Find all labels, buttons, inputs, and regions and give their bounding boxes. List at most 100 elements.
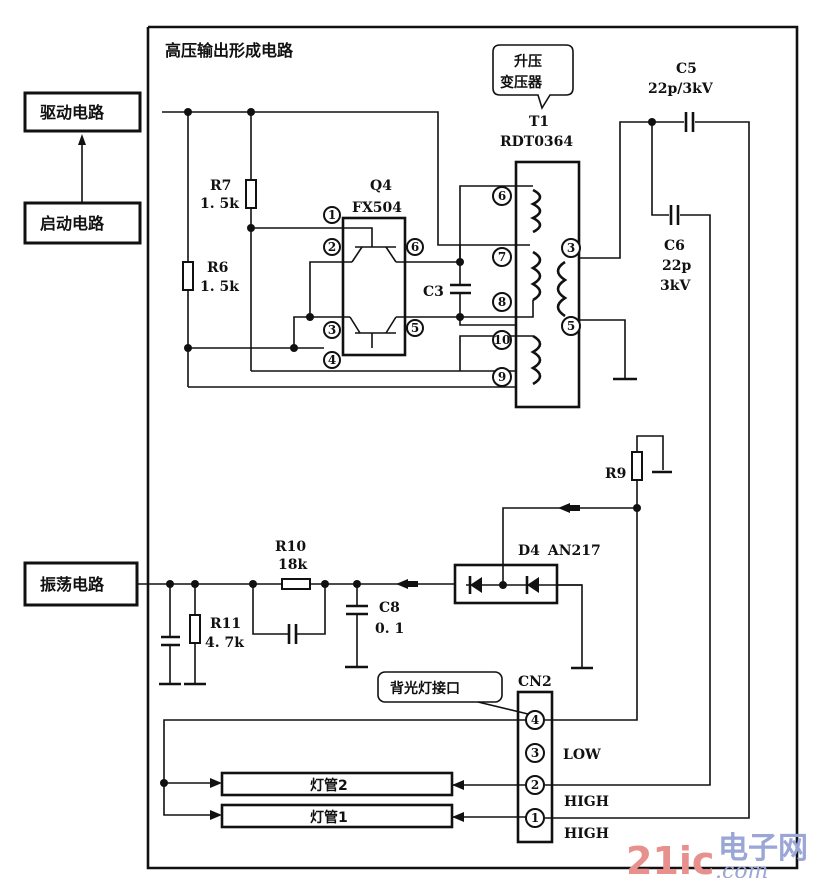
q4-lower-base-wire: [293, 316, 350, 348]
feedback-wire: [502, 507, 637, 585]
r6-value: 1. 5k: [200, 279, 239, 295]
svg-text:5: 5: [411, 321, 419, 335]
cn2-pin1-label: HIGH: [564, 826, 609, 842]
t1-pin-10: 10: [492, 330, 512, 350]
r9-wire-top: [636, 435, 664, 470]
svg-text:4: 4: [531, 713, 539, 727]
svg-text:3: 3: [531, 746, 539, 760]
r10-resistor: [281, 578, 311, 590]
r7-ref: R7: [210, 178, 231, 194]
q4-pin-1: 1: [323, 206, 341, 224]
arrow-head-left: [452, 780, 464, 790]
q4-pin-4: 4: [323, 351, 341, 369]
svg-text:7: 7: [498, 250, 506, 264]
q4-lower-emitter: [349, 316, 361, 334]
t1-callout: 升压 变压器: [492, 44, 574, 110]
q4-upper-collector: [351, 246, 363, 263]
c5-value: 22p/3kV: [648, 81, 714, 97]
t1-pin-6: 6: [492, 186, 512, 206]
cn2-connector-body: [516, 690, 554, 844]
arrow-head-left: [558, 503, 570, 513]
svg-text:8: 8: [498, 295, 506, 309]
svg-text:6: 6: [411, 240, 419, 254]
q4-upper-emitter: [385, 246, 397, 263]
cn2-pin-1: 1: [525, 808, 545, 828]
lamp-1-label: 灯管1: [310, 809, 348, 826]
arrow-head-right: [210, 810, 222, 820]
c6-value-2: 3kV: [660, 278, 691, 294]
r7-to-q4-base: [251, 227, 373, 240]
r11-value: 4. 7k: [205, 635, 244, 651]
enclosure-title: 高压输出形成电路: [165, 41, 294, 60]
svg-text:6: 6: [498, 189, 506, 203]
svg-text:2: 2: [328, 240, 336, 254]
t1-pin-8: 8: [492, 292, 512, 312]
drive-circuit-label: 驱动电路: [40, 103, 105, 122]
lamp-return-wire: [163, 719, 526, 816]
cn2-pin3-label: LOW: [563, 747, 601, 763]
c3-ref: C3: [423, 284, 444, 300]
svg-text:2: 2: [531, 778, 539, 792]
q4-pin-2: 2: [323, 238, 341, 256]
r6-resistor: [182, 261, 194, 291]
r10-parallel-cap-wire: [252, 584, 288, 635]
r11-resistor: [189, 614, 201, 644]
r9-ref: R9: [605, 466, 626, 482]
svg-text:升压: 升压: [514, 53, 542, 70]
q4-pin-5: 5: [406, 319, 424, 337]
r9-wire-bottom: [545, 480, 638, 721]
junction-dot: [290, 344, 298, 352]
svg-text:.com: .com: [715, 859, 768, 878]
c6-wire-right: [545, 214, 711, 786]
q4-pin-3: 3: [323, 321, 341, 339]
junction-dot: [499, 581, 507, 589]
t1-pin8-wire: [460, 300, 534, 318]
svg-text:1: 1: [531, 811, 539, 825]
t1-secondary-ground-wire: [580, 319, 626, 378]
q4-ref: Q4: [370, 178, 392, 194]
t1-pin-5: 5: [561, 316, 581, 336]
cn2-pin2-label: HIGH: [564, 794, 609, 810]
r10-ref: R10: [275, 539, 306, 555]
q4-upper-transistor: [355, 240, 396, 248]
t1-pin-9: 9: [492, 367, 512, 387]
arrow-tail: [570, 505, 580, 511]
c6-ref: C6: [664, 238, 685, 254]
arrow-tail: [408, 581, 418, 587]
cn2-ref: CN2: [518, 674, 552, 690]
r6-ref: R6: [207, 260, 228, 276]
cn2-callout: 背光灯接口: [377, 671, 529, 715]
t1-secondary-hv-wire: [580, 121, 652, 259]
svg-text:3: 3: [567, 241, 575, 255]
svg-text:5: 5: [567, 319, 575, 333]
t1-pin-7: 7: [492, 247, 512, 267]
arrow-head-left: [452, 812, 464, 822]
arrow-head-up: [78, 134, 86, 145]
t1-primary-coil-middle: [530, 250, 542, 302]
r11-ref: R11: [210, 616, 241, 632]
q4-upper-base-wire: [309, 261, 352, 317]
c6-wire-left: [651, 122, 669, 216]
junction-dot: [306, 313, 314, 321]
svg-text:9: 9: [498, 370, 506, 384]
r7-resistor: [245, 179, 257, 209]
q4-lower-collector: [385, 316, 397, 334]
c5-wire-right: [545, 121, 750, 819]
lamp-2-label: 灯管2: [310, 777, 348, 794]
cn2-pin-4: 4: [525, 710, 545, 730]
svg-text:21ic: 21ic: [626, 839, 714, 878]
supply-rail: [162, 111, 530, 246]
c8-ref: C8: [379, 600, 400, 616]
lamp-2: [220, 771, 454, 797]
arrow-head-left: [396, 579, 408, 589]
d4-diode-right: [525, 576, 539, 594]
svg-text:1: 1: [328, 208, 336, 222]
r10-value: 18k: [278, 557, 307, 573]
c5-ref: C5: [676, 61, 697, 77]
svg-text:背光灯接口: 背光灯接口: [390, 680, 460, 697]
t1-secondary-coil: [556, 260, 568, 318]
c8-value: 0. 1: [375, 621, 404, 637]
q4-part: FX504: [352, 200, 402, 216]
c6-value-1: 22p: [662, 258, 691, 274]
